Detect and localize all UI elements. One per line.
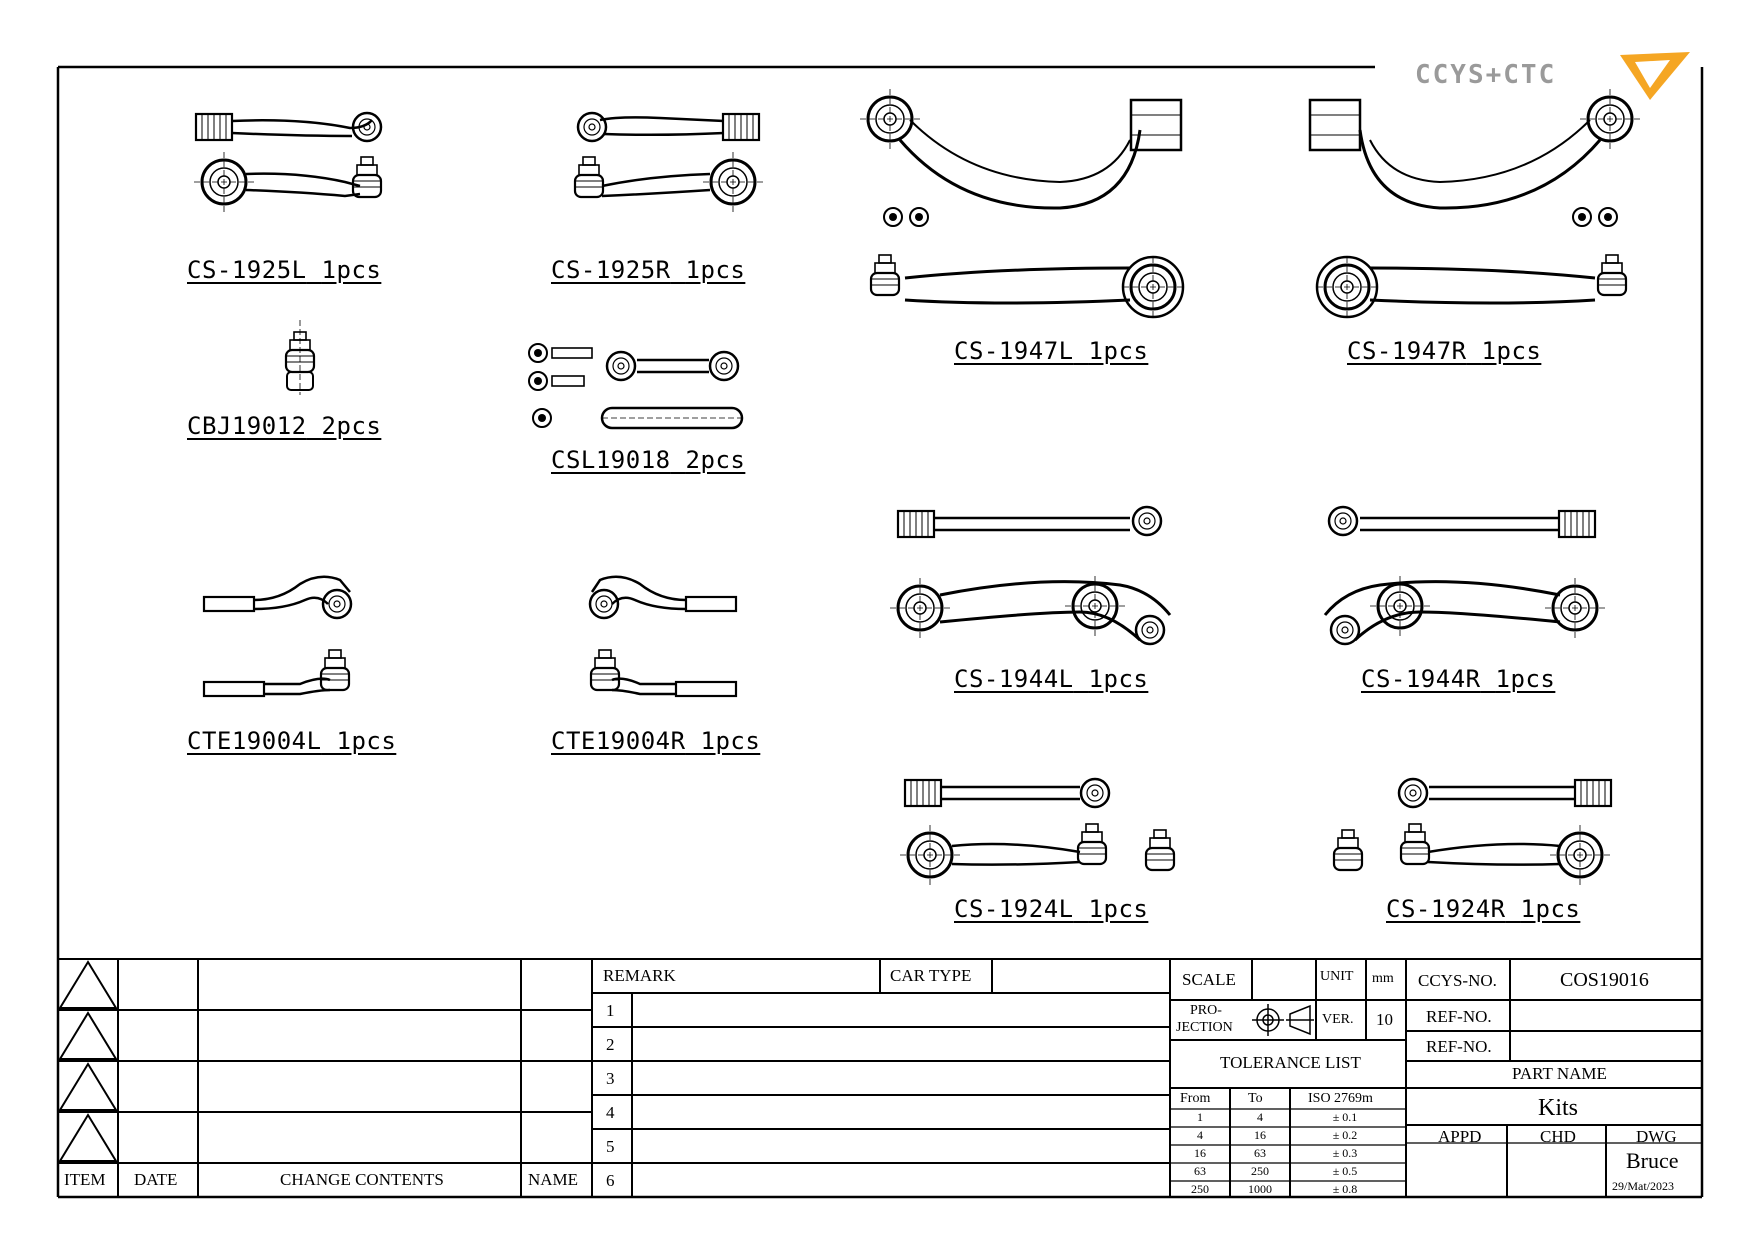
brand-logo: CCYS+CTC (1415, 50, 1705, 100)
rev-header-name: NAME (528, 1170, 579, 1189)
tolerance-row-2-to: 16 (1254, 1128, 1266, 1142)
projection-symbol-icon (1252, 1004, 1314, 1036)
tolerance-row-1-iso: ± 0.1 (1332, 1110, 1358, 1124)
tolerance-row-2-iso: ± 0.2 (1332, 1128, 1358, 1142)
tolerance-header-from: From (1180, 1091, 1211, 1106)
brand-logo-text: CCYS+CTC (1415, 60, 1557, 90)
rev-header-date: DATE (134, 1170, 178, 1189)
part-drawing-csl19018 (528, 343, 744, 430)
tolerance-row-5-iso: ± 0.8 (1332, 1182, 1358, 1196)
remark-row-1: 1 (606, 1001, 615, 1020)
part-drawing-cs1947r (1308, 87, 1642, 319)
tolerance-row-4-to: 250 (1251, 1164, 1269, 1178)
part-drawing-cs1944r (1323, 505, 1607, 646)
tolerance-row-2-from: 4 (1197, 1128, 1203, 1142)
ref-no-label-1: REF-NO. (1426, 1007, 1492, 1026)
part-label-cs1924r: CS-1924R 1pcs (1386, 895, 1581, 923)
part-label-cs1944r: CS-1944R 1pcs (1361, 665, 1556, 693)
tolerance-row-3-from: 16 (1194, 1146, 1206, 1160)
remark-row-6: 6 (606, 1171, 615, 1190)
remark-row-4: 4 (606, 1103, 615, 1122)
appd-label: APPD (1438, 1127, 1482, 1146)
tolerance-row-5-to: 1000 (1248, 1182, 1272, 1196)
part-name-label: PART NAME (1512, 1064, 1607, 1083)
tolerance-header-iso: ISO 2769m (1308, 1091, 1373, 1106)
rev-header-item: ITEM (64, 1170, 106, 1189)
ccys-no-value: COS19016 (1560, 969, 1649, 991)
part-name-value: Kits (1538, 1095, 1579, 1121)
dwg-label: DWG (1636, 1127, 1677, 1146)
part-label-cbj19012: CBJ19012 2pcs (187, 412, 382, 440)
tolerance-title: TOLERANCE LIST (1220, 1053, 1361, 1072)
part-drawing-cs1925r (573, 111, 765, 214)
dwg-value: Bruce (1626, 1148, 1679, 1173)
part-label-cs1944l: CS-1944L 1pcs (954, 665, 1149, 693)
tolerance-row-1-from: 1 (1197, 1110, 1203, 1124)
chd-label: CHD (1540, 1127, 1576, 1146)
part-label-cte19004l: CTE19004L 1pcs (187, 727, 397, 755)
part-label-cs1947r: CS-1947R 1pcs (1347, 337, 1542, 365)
tolerance-row-1-to: 4 (1257, 1110, 1263, 1124)
remark-row-2: 2 (606, 1035, 615, 1054)
ver-value: 10 (1376, 1010, 1393, 1029)
part-label-cte19004r: CTE19004R 1pcs (551, 727, 761, 755)
tolerance-row-3-to: 63 (1254, 1146, 1266, 1160)
part-label-csl19018: CSL19018 2pcs (551, 446, 746, 474)
title-block-grid (58, 958, 1702, 1197)
unit-label: UNIT (1320, 969, 1354, 984)
part-drawing-cs1924r (1332, 777, 1613, 887)
rev-header-change: CHANGE CONTENTS (280, 1170, 444, 1189)
tolerance-row-3-iso: ± 0.3 (1332, 1146, 1358, 1160)
car-type-label: CAR TYPE (890, 966, 972, 985)
part-label-cs1924l: CS-1924L 1pcs (954, 895, 1149, 923)
logo-mark-icon (1620, 52, 1690, 100)
scale-label: SCALE (1182, 970, 1236, 989)
part-drawing-cs1925l (192, 111, 383, 214)
tolerance-row-4-iso: ± 0.5 (1332, 1164, 1358, 1178)
unit-value: mm (1372, 971, 1394, 986)
projection-label-1: PRO- (1190, 1003, 1222, 1018)
tolerance-header-to: To (1248, 1091, 1263, 1106)
ver-label: VER. (1322, 1012, 1354, 1027)
part-drawing-cte19004l (202, 575, 353, 698)
remark-row-3: 3 (606, 1069, 615, 1088)
projection-label-2: JECTION (1176, 1020, 1233, 1035)
part-label-cs1925r: CS-1925R 1pcs (551, 256, 746, 284)
part-drawing-cs1944l (888, 505, 1172, 646)
tolerance-row-5-from: 250 (1191, 1182, 1209, 1196)
part-drawing-cs1924l (898, 777, 1176, 887)
part-drawing-cbj19012 (284, 320, 316, 395)
part-drawing-cs1947l (858, 87, 1185, 319)
revision-triangles (58, 960, 118, 1162)
part-label-cs1947l: CS-1947L 1pcs (954, 337, 1149, 365)
remark-row-5: 5 (606, 1137, 615, 1156)
part-drawing-cte19004r (588, 575, 738, 698)
ccys-no-label: CCYS-NO. (1418, 971, 1497, 990)
part-label-cs1925l: CS-1925L 1pcs (187, 256, 382, 284)
drawing-date: 29/Mat/2023 (1612, 1179, 1674, 1193)
tolerance-row-4-from: 63 (1194, 1164, 1206, 1178)
remark-label: REMARK (603, 966, 676, 985)
ref-no-label-2: REF-NO. (1426, 1037, 1492, 1056)
